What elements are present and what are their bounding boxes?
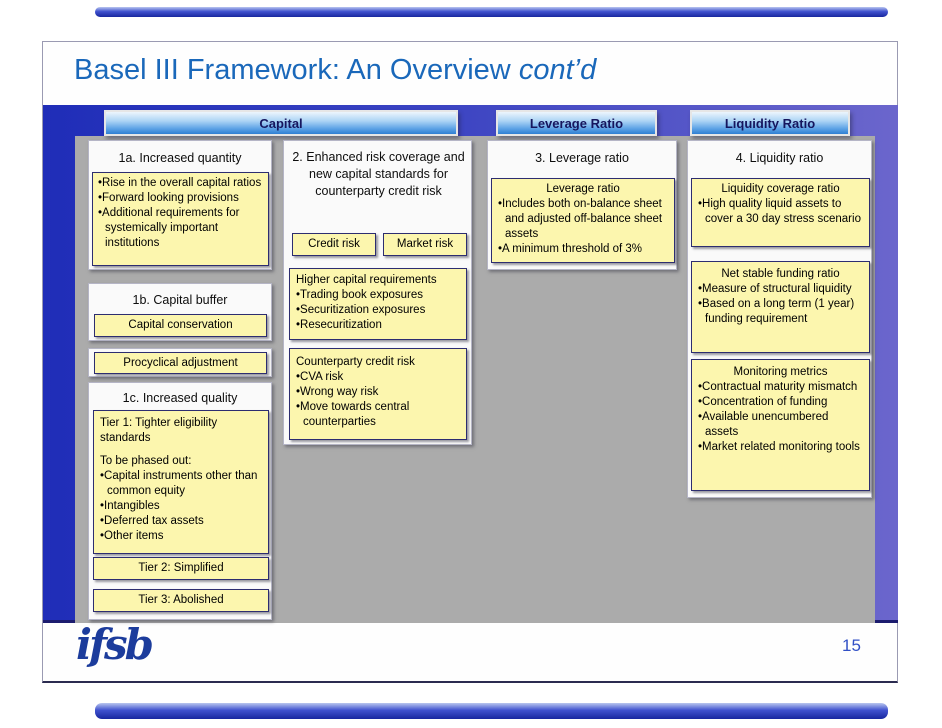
note-bullet: Other items — [100, 529, 262, 544]
note-bullet: Includes both on-balance sheet and adjus… — [498, 197, 668, 242]
note-capital-conservation: Capital conservation — [94, 314, 267, 337]
note-title: Monitoring metrics — [733, 366, 828, 378]
note-net-stable-funding: Net stable funding ratio Measure of stru… — [691, 261, 870, 353]
tab-liquidity-ratio: Liquidity Ratio — [690, 110, 850, 136]
section-capital-buffer: 1b. Capital buffer Capital conservation — [88, 283, 272, 341]
note-bullet: Wrong way risk — [296, 385, 460, 400]
section-procyclical: Procyclical adjustment — [88, 348, 272, 377]
note-bullet: High quality liquid assets to cover a 30… — [698, 197, 863, 227]
note-bullet: Rise in the overall capital ratios — [98, 176, 263, 191]
note-title: Liquidity coverage ratio — [721, 183, 840, 195]
section-risk-coverage: 2. Enhanced risk coverage and new capita… — [283, 140, 472, 445]
top-capsule-bar — [95, 7, 888, 17]
note-bullet: Market related monitoring tools — [698, 440, 863, 455]
tier1-text: Tier 1: Tighter eligibility standards — [100, 417, 218, 444]
note-market-risk: Market risk — [383, 233, 467, 256]
ifsb-logo: ifsb — [76, 620, 154, 669]
section-liquidity-ratio: 4. Liquidity ratio Liquidity coverage ra… — [687, 140, 872, 498]
section-leverage-ratio: 3. Leverage ratio Leverage ratio Include… — [487, 140, 677, 270]
section-header-3: 3. Leverage ratio — [535, 151, 629, 165]
note-bullet: Based on a long term (1 year) funding re… — [698, 297, 863, 327]
tab-capital: Capital — [104, 110, 458, 136]
page-title-emphasis: cont’d — [518, 54, 597, 86]
note-counterparty-risk: Counterparty credit risk CVA risk Wrong … — [289, 348, 467, 440]
note-liquidity-coverage: Liquidity coverage ratio High quality li… — [691, 178, 870, 247]
note-increased-quantity: Rise in the overall capital ratios Forwa… — [92, 172, 269, 266]
note-bullet: Trading book exposures — [296, 288, 460, 303]
section-increased-quality: 1c. Increased quality Tier 1: Tighter el… — [88, 382, 272, 620]
bottom-capsule-bar — [95, 703, 888, 719]
note-bullet: Available unencumbered assets — [698, 410, 863, 440]
section-header-2: 2. Enhanced risk coverage and new capita… — [292, 150, 465, 198]
note-higher-capital: Higher capital requirements Trading book… — [289, 268, 467, 340]
note-bullet: Securitization exposures — [296, 303, 460, 318]
note-bullet: Forward looking provisions — [98, 191, 263, 206]
note-tier2: Tier 2: Simplified — [93, 557, 269, 580]
note-tier1: Tier 1: Tighter eligibility standards To… — [93, 410, 269, 554]
page-title-main: Basel III Framework: An Overview — [74, 54, 519, 86]
note-monitoring-metrics: Monitoring metrics Contractual maturity … — [691, 359, 870, 491]
note-title: Net stable funding ratio — [721, 268, 840, 280]
note-bullet: Concentration of funding — [698, 395, 863, 410]
note-tier3: Tier 3: Abolished — [93, 589, 269, 612]
note-bullet: Deferred tax assets — [100, 514, 262, 529]
page-title: Basel III Framework: An Overview cont’d — [74, 54, 814, 94]
tier1-phaseout-label: To be phased out: — [100, 454, 192, 467]
note-bullet: CVA risk — [296, 370, 460, 385]
section-header-1b: 1b. Capital buffer — [132, 293, 228, 307]
note-title: Counterparty credit risk — [296, 356, 415, 368]
section-header-1c: 1c. Increased quality — [122, 391, 238, 405]
note-credit-risk: Credit risk — [292, 233, 376, 256]
section-increased-quantity: 1a. Increased quantity Rise in the overa… — [88, 140, 272, 270]
tab-leverage-ratio: Leverage Ratio — [496, 110, 657, 136]
section-header-4: 4. Liquidity ratio — [735, 151, 824, 165]
note-procyclical-adjustment: Procyclical adjustment — [94, 352, 267, 374]
note-bullet: Additional requirements for systemically… — [98, 206, 263, 251]
note-bullet: Contractual maturity mismatch — [698, 380, 863, 395]
note-title: Leverage ratio — [546, 183, 620, 195]
note-bullet: Intangibles — [100, 499, 262, 514]
note-leverage-ratio: Leverage ratio Includes both on-balance … — [491, 178, 675, 263]
page-number: 15 — [842, 636, 861, 655]
note-bullet: Resecuritization — [296, 318, 460, 333]
note-bullet: Move towards central counterparties — [296, 400, 460, 430]
note-bullet: Measure of structural liquidity — [698, 282, 863, 297]
section-header-1a: 1a. Increased quantity — [118, 151, 242, 165]
note-title: Higher capital requirements — [296, 274, 437, 286]
note-bullet: A minimum threshold of 3% — [498, 242, 668, 257]
note-bullet: Capital instruments other than common eq… — [100, 469, 262, 499]
